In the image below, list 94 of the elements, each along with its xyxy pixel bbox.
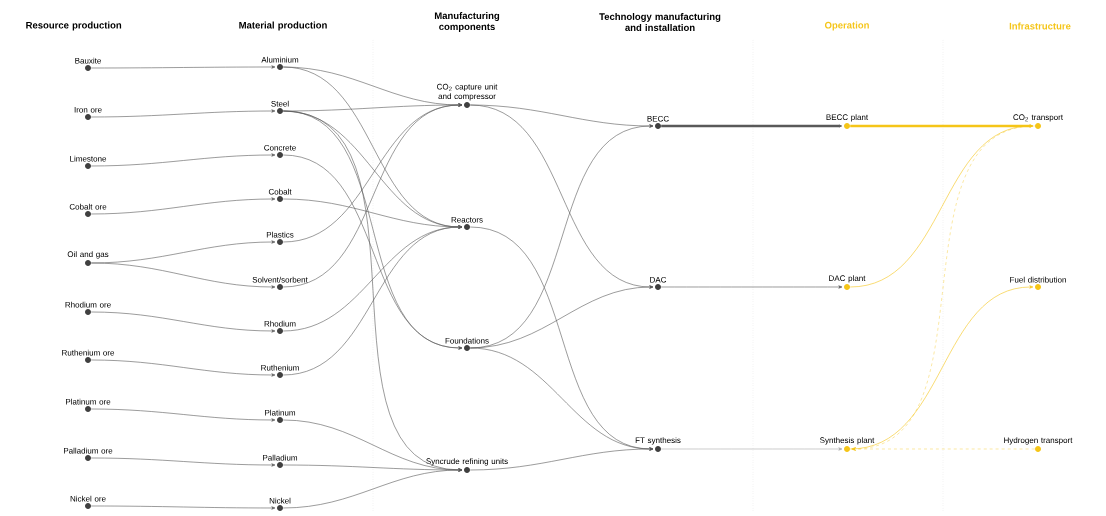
dot-node: Cobalt — [268, 188, 292, 202]
dot-node: DAC — [650, 276, 667, 290]
dot-node: Steel — [271, 100, 289, 114]
node-label: BECC — [647, 115, 669, 122]
node-label: Nickel ore — [70, 495, 106, 502]
dot-node: Ruthenium ore — [62, 349, 115, 363]
dot-node: Platinum — [265, 409, 296, 423]
column-heading: Operation — [824, 21, 869, 31]
dot-node: BECC plant — [826, 114, 869, 129]
node-label: Concrete — [264, 144, 296, 151]
node-label: Palladium ore — [63, 447, 113, 454]
arrow — [90, 359, 276, 377]
node-label: Iron ore — [74, 107, 102, 113]
node-label: Cobalt ore — [69, 203, 107, 210]
arrow — [469, 447, 654, 471]
arrow — [90, 457, 276, 467]
arrow — [90, 408, 276, 422]
dot-node: FT synthesis — [635, 437, 681, 452]
dot-node: Rhodium ore — [65, 301, 111, 315]
arrow — [282, 468, 463, 509]
arrow — [90, 262, 276, 289]
dot-node: Ruthenium — [261, 364, 299, 378]
node-label: Fuel distribution — [1010, 276, 1066, 283]
node-label: Limestone — [70, 155, 107, 162]
dot-node: Syncrude refining units — [426, 458, 508, 473]
node-label: Bauxite — [75, 57, 101, 64]
dot-node: Oil and gas — [67, 251, 109, 266]
column-heading: Resource production — [26, 21, 122, 31]
column-heading: Manufacturing components — [434, 12, 500, 32]
node-label: Aluminium — [261, 56, 299, 63]
node-label: Platinum ore — [65, 398, 111, 405]
arrow — [849, 285, 1034, 450]
arrow — [661, 124, 843, 128]
node-label: Nickel — [269, 497, 291, 504]
node-label: Palladium — [263, 454, 298, 461]
dot-node: DAC plant — [829, 275, 866, 290]
dot-node: Plastics — [266, 231, 294, 245]
dot-node: Bauxite — [75, 57, 101, 71]
arrow — [660, 285, 843, 289]
node-label: DAC — [650, 276, 667, 283]
node-label: Solvent/sorbent — [252, 276, 308, 283]
dot-node: Reactors — [451, 217, 483, 230]
dot-node: Rhodium — [264, 320, 296, 334]
dot-node: Cobalt ore — [69, 203, 107, 217]
dot-node: Synthesis plant — [820, 437, 875, 452]
node-label: Ruthenium ore — [62, 349, 115, 356]
dot-node: Fuel distribution — [1010, 276, 1066, 290]
dot-node: CO$_{2}$ transport — [1013, 114, 1063, 129]
node-label: Hydrogen transport — [1004, 437, 1073, 445]
node-label: Plastics — [266, 231, 294, 238]
node-label: Syncrude refining units — [426, 458, 508, 466]
arrow — [90, 311, 276, 333]
dot-node: Foundations — [445, 337, 489, 351]
arrow — [282, 154, 463, 350]
node-label: Platinum — [265, 409, 296, 416]
node-label: BECC plant — [826, 114, 869, 122]
dot-node: Aluminium — [261, 56, 299, 70]
node-label: Rhodium — [264, 320, 296, 327]
node-label: Ruthenium — [261, 364, 299, 371]
arrow — [90, 109, 276, 118]
node-label: CO$_{2}$ capture unit and compressor — [437, 83, 498, 101]
dot-node: Iron ore — [74, 107, 102, 120]
node-label: Cobalt — [268, 188, 292, 195]
dot-node: BECC — [647, 115, 669, 129]
arrow — [282, 103, 463, 288]
node-label: Oil and gas — [67, 251, 109, 259]
node-label: Reactors — [451, 217, 483, 223]
dot-node: Solvent/sorbent — [252, 276, 308, 290]
dot-node: Platinum ore — [66, 398, 111, 412]
arrow — [90, 197, 276, 215]
arrow — [90, 505, 276, 510]
dot-node: Palladium — [263, 454, 298, 468]
arrow — [849, 124, 1034, 288]
node-label: Rhodium ore — [65, 301, 111, 308]
arrow — [90, 65, 276, 69]
arrow — [851, 447, 1035, 451]
dot-node: Palladium ore — [64, 447, 113, 461]
dot-node: Hydrogen transport — [1004, 437, 1073, 452]
dot-node: Nickel ore — [70, 495, 106, 509]
node-label: Synthesis plant — [820, 437, 875, 445]
node-label: CO$_{2}$ transport — [1013, 114, 1063, 122]
dot-node: CO$_{2}$ capture unit and compressor — [437, 83, 498, 108]
dot-node: Limestone — [70, 155, 107, 169]
column-heading: Technology manufacturing and installation — [599, 13, 721, 31]
arrow — [90, 153, 276, 167]
column-heading: Material production — [239, 21, 327, 31]
node-label: DAC plant — [829, 275, 866, 283]
node-label: Foundations — [445, 337, 489, 344]
node-label: FT synthesis — [635, 437, 681, 445]
dot-node: Concrete — [264, 144, 296, 158]
arrow — [282, 225, 463, 376]
node-label: Steel — [271, 100, 289, 107]
column-heading: Infrastructure — [1009, 22, 1071, 30]
dot-node: Nickel — [269, 497, 291, 511]
